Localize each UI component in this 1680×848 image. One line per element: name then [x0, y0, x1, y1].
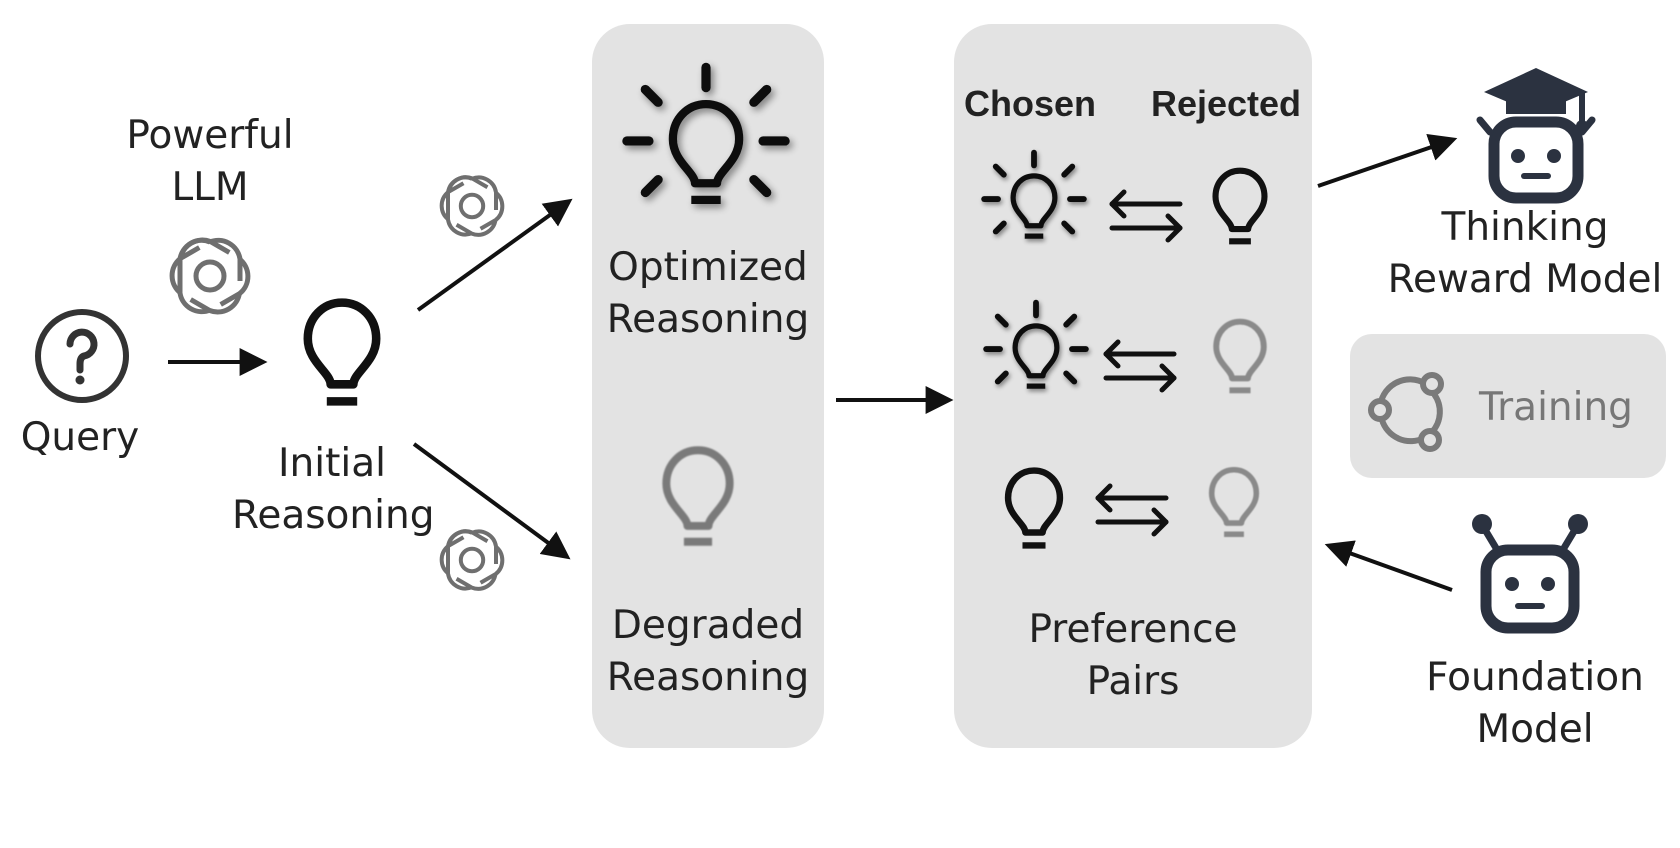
- thinking-model-label-line2: Reward Model: [1387, 257, 1663, 302]
- rejected-bulb-icon-3: [1212, 470, 1257, 534]
- initial-label-line1: Initial: [278, 441, 386, 486]
- optimized-label-line2: Reasoning: [606, 297, 810, 342]
- legend-training-label: Training: [1479, 385, 1633, 430]
- degraded-label-line2: Reasoning: [606, 655, 810, 700]
- foundation-model-label-line1: Foundation: [1426, 655, 1644, 700]
- degraded-label-line1: Degraded: [611, 603, 805, 648]
- chosen-bulb-icon-3: [1008, 471, 1060, 546]
- foundation-robot-icon: [1472, 514, 1588, 634]
- llm-label-line2: LLM: [171, 165, 249, 210]
- optimized-bulb-icon: [627, 67, 785, 199]
- foundation-model-label-line2: Model: [1476, 707, 1594, 752]
- llm-knot-icon: [164, 232, 256, 320]
- thinking-robot-icon: [1476, 68, 1596, 204]
- initial-bulb-icon: [308, 303, 376, 402]
- chosen-bulb-icon-1: [984, 153, 1084, 237]
- llm-knot-icon-lower: [435, 525, 508, 595]
- degraded-bulb-icon: [666, 450, 729, 542]
- pairs-label-line1: Preference: [1028, 607, 1238, 652]
- thinking-model-label-line1: Thinking: [1441, 205, 1609, 250]
- arrow-initial-to-degraded: [412, 442, 571, 560]
- swap-arrows-icon-3: [1098, 486, 1166, 534]
- rejected-bulb-icon-2: [1216, 322, 1264, 391]
- rejected-header: Rejected: [1150, 83, 1302, 124]
- arrow-pairs-to-thinking: [1317, 134, 1458, 188]
- preference-pairs-panel: [954, 24, 1312, 748]
- query-label: Query: [20, 415, 140, 460]
- chosen-bulb-icon-2: [986, 303, 1086, 387]
- initial-label-line2: Reasoning: [232, 493, 435, 538]
- swap-arrows-icon-2: [1106, 342, 1174, 390]
- llm-label-line1: Powerful: [126, 113, 294, 158]
- training-cycle-icon: [1368, 372, 1444, 452]
- llm-knot-icon-upper: [435, 171, 508, 241]
- swap-arrows-icon-1: [1112, 192, 1180, 240]
- rejected-bulb-icon-1: [1216, 171, 1265, 242]
- pairs-label-line2: Pairs: [1086, 659, 1180, 704]
- chosen-header: Chosen: [963, 83, 1096, 124]
- legend-box: [1350, 334, 1666, 478]
- arrow-initial-to-optimized: [416, 198, 573, 312]
- optimized-label-line1: Optimized: [608, 245, 808, 290]
- arrow-foundation-to-pairs: [1324, 540, 1453, 592]
- question-icon: [35, 309, 129, 403]
